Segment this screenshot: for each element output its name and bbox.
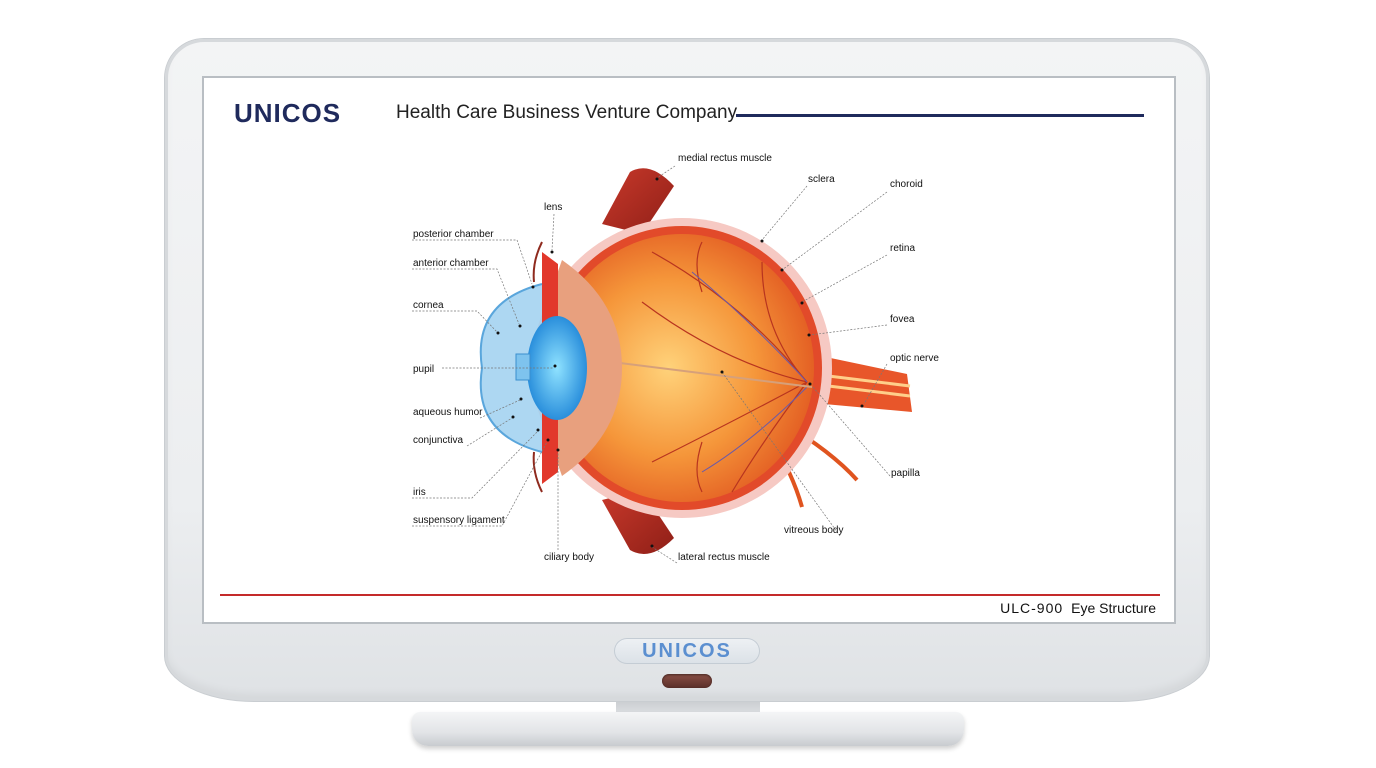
label-fovea: fovea (890, 314, 915, 325)
label-sclera: sclera (808, 174, 835, 185)
vitreous-body-shape (550, 234, 814, 502)
label-lateral-rectus: lateral rectus muscle (678, 552, 770, 563)
footer-rule (220, 594, 1160, 596)
lateral-rectus-muscle-shape (602, 490, 674, 554)
cornea-shape (480, 284, 542, 452)
label-posterior-chamber: posterior chamber (413, 229, 494, 240)
label-pupil: pupil (413, 364, 434, 375)
screen-tagline: Health Care Business Venture Company (396, 102, 738, 123)
label-retina: retina (890, 243, 915, 254)
lens-shape (527, 316, 587, 420)
label-aqueous-humor: aqueous humor (413, 407, 483, 418)
label-medial-rectus: medial rectus muscle (678, 153, 772, 164)
label-suspensory-ligament: suspensory ligament (413, 515, 505, 526)
label-papilla: papilla (891, 468, 920, 479)
power-button[interactable] (662, 674, 712, 688)
label-anterior-chamber: anterior chamber (413, 258, 489, 269)
bezel-brand-logo: UNICOS (614, 638, 760, 664)
screen-brand-logo: UNICOS (234, 98, 342, 128)
medial-rectus-muscle-shape (602, 168, 674, 234)
model-code: ULC-900 (1000, 600, 1064, 616)
label-conjunctiva: conjunctiva (413, 435, 463, 446)
header-rule (736, 114, 1144, 117)
eye-structure-diagram: medial rectus muscle sclera choroid lens… (412, 153, 939, 564)
label-optic-nerve: optic nerve (890, 353, 939, 364)
monitor-screen: UNICOS Health Care Business Venture Comp… (202, 76, 1176, 624)
label-ciliary-body: ciliary body (544, 552, 594, 563)
model-title: Eye Structure (1071, 600, 1156, 616)
label-vitreous-body: vitreous body (784, 525, 843, 536)
label-cornea: cornea (413, 300, 444, 311)
label-iris: iris (413, 487, 426, 498)
label-lens: lens (544, 202, 562, 213)
label-choroid: choroid (890, 179, 923, 190)
model-caption: ULC-900 Eye Structure (1000, 600, 1156, 616)
monitor-stand-base (412, 712, 964, 746)
